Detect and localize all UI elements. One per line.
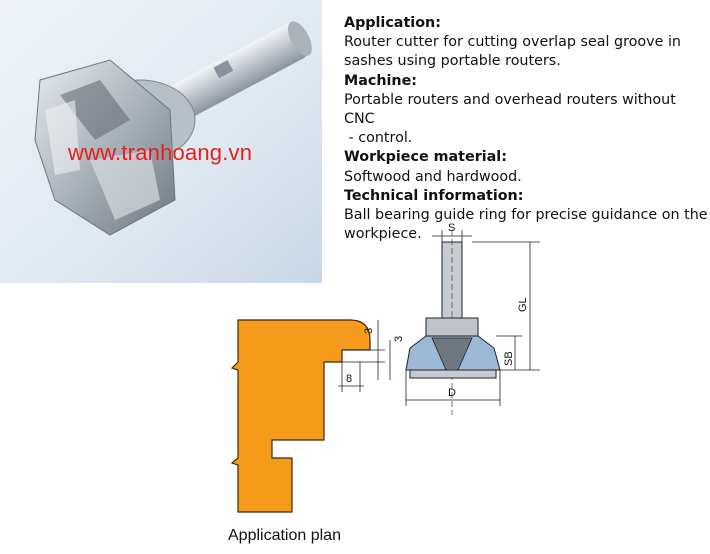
sash-profile <box>230 319 371 513</box>
groove-dimensions <box>338 320 391 392</box>
machine-heading: Machine: <box>344 72 418 89</box>
groove-depth-dimension: 8 <box>346 373 352 385</box>
cutter-diameter-label: D <box>448 387 456 399</box>
workpiece-text: Softwood and hardwood. <box>344 168 522 185</box>
groove-top-dimension: 3 <box>363 328 375 334</box>
machine-text: Portable routers and overhead routers wi… <box>344 91 676 147</box>
router-cutter-image <box>0 0 322 283</box>
product-photo: www.tranhoang.vn <box>0 0 322 283</box>
groove-right-dimension: 3 <box>393 336 405 342</box>
application-plan-caption: Application plan <box>228 527 341 544</box>
cutting-width-label: SB <box>503 351 515 366</box>
application-text: Router cutter for cutting overlap seal g… <box>344 34 686 70</box>
workpiece-heading: Workpiece material: <box>344 149 507 166</box>
website-watermark: www.tranhoang.vn <box>68 140 253 165</box>
diagram-svg: 3 3 8 S GL SB D <box>230 222 540 513</box>
technical-diagram: 3 3 8 S GL SB D <box>210 220 540 524</box>
cutter-drawing <box>405 230 501 415</box>
technical-heading: Technical information: <box>344 187 524 204</box>
technical-text: Ball bearing guide ring for precise guid… <box>344 207 708 243</box>
cutter-dimensions <box>405 230 540 406</box>
specification-text: Application: Router cutter for cutting o… <box>344 14 708 244</box>
shank-diameter-label: S <box>448 222 455 234</box>
overall-length-label: GL <box>517 297 529 312</box>
application-heading: Application: <box>344 15 441 31</box>
